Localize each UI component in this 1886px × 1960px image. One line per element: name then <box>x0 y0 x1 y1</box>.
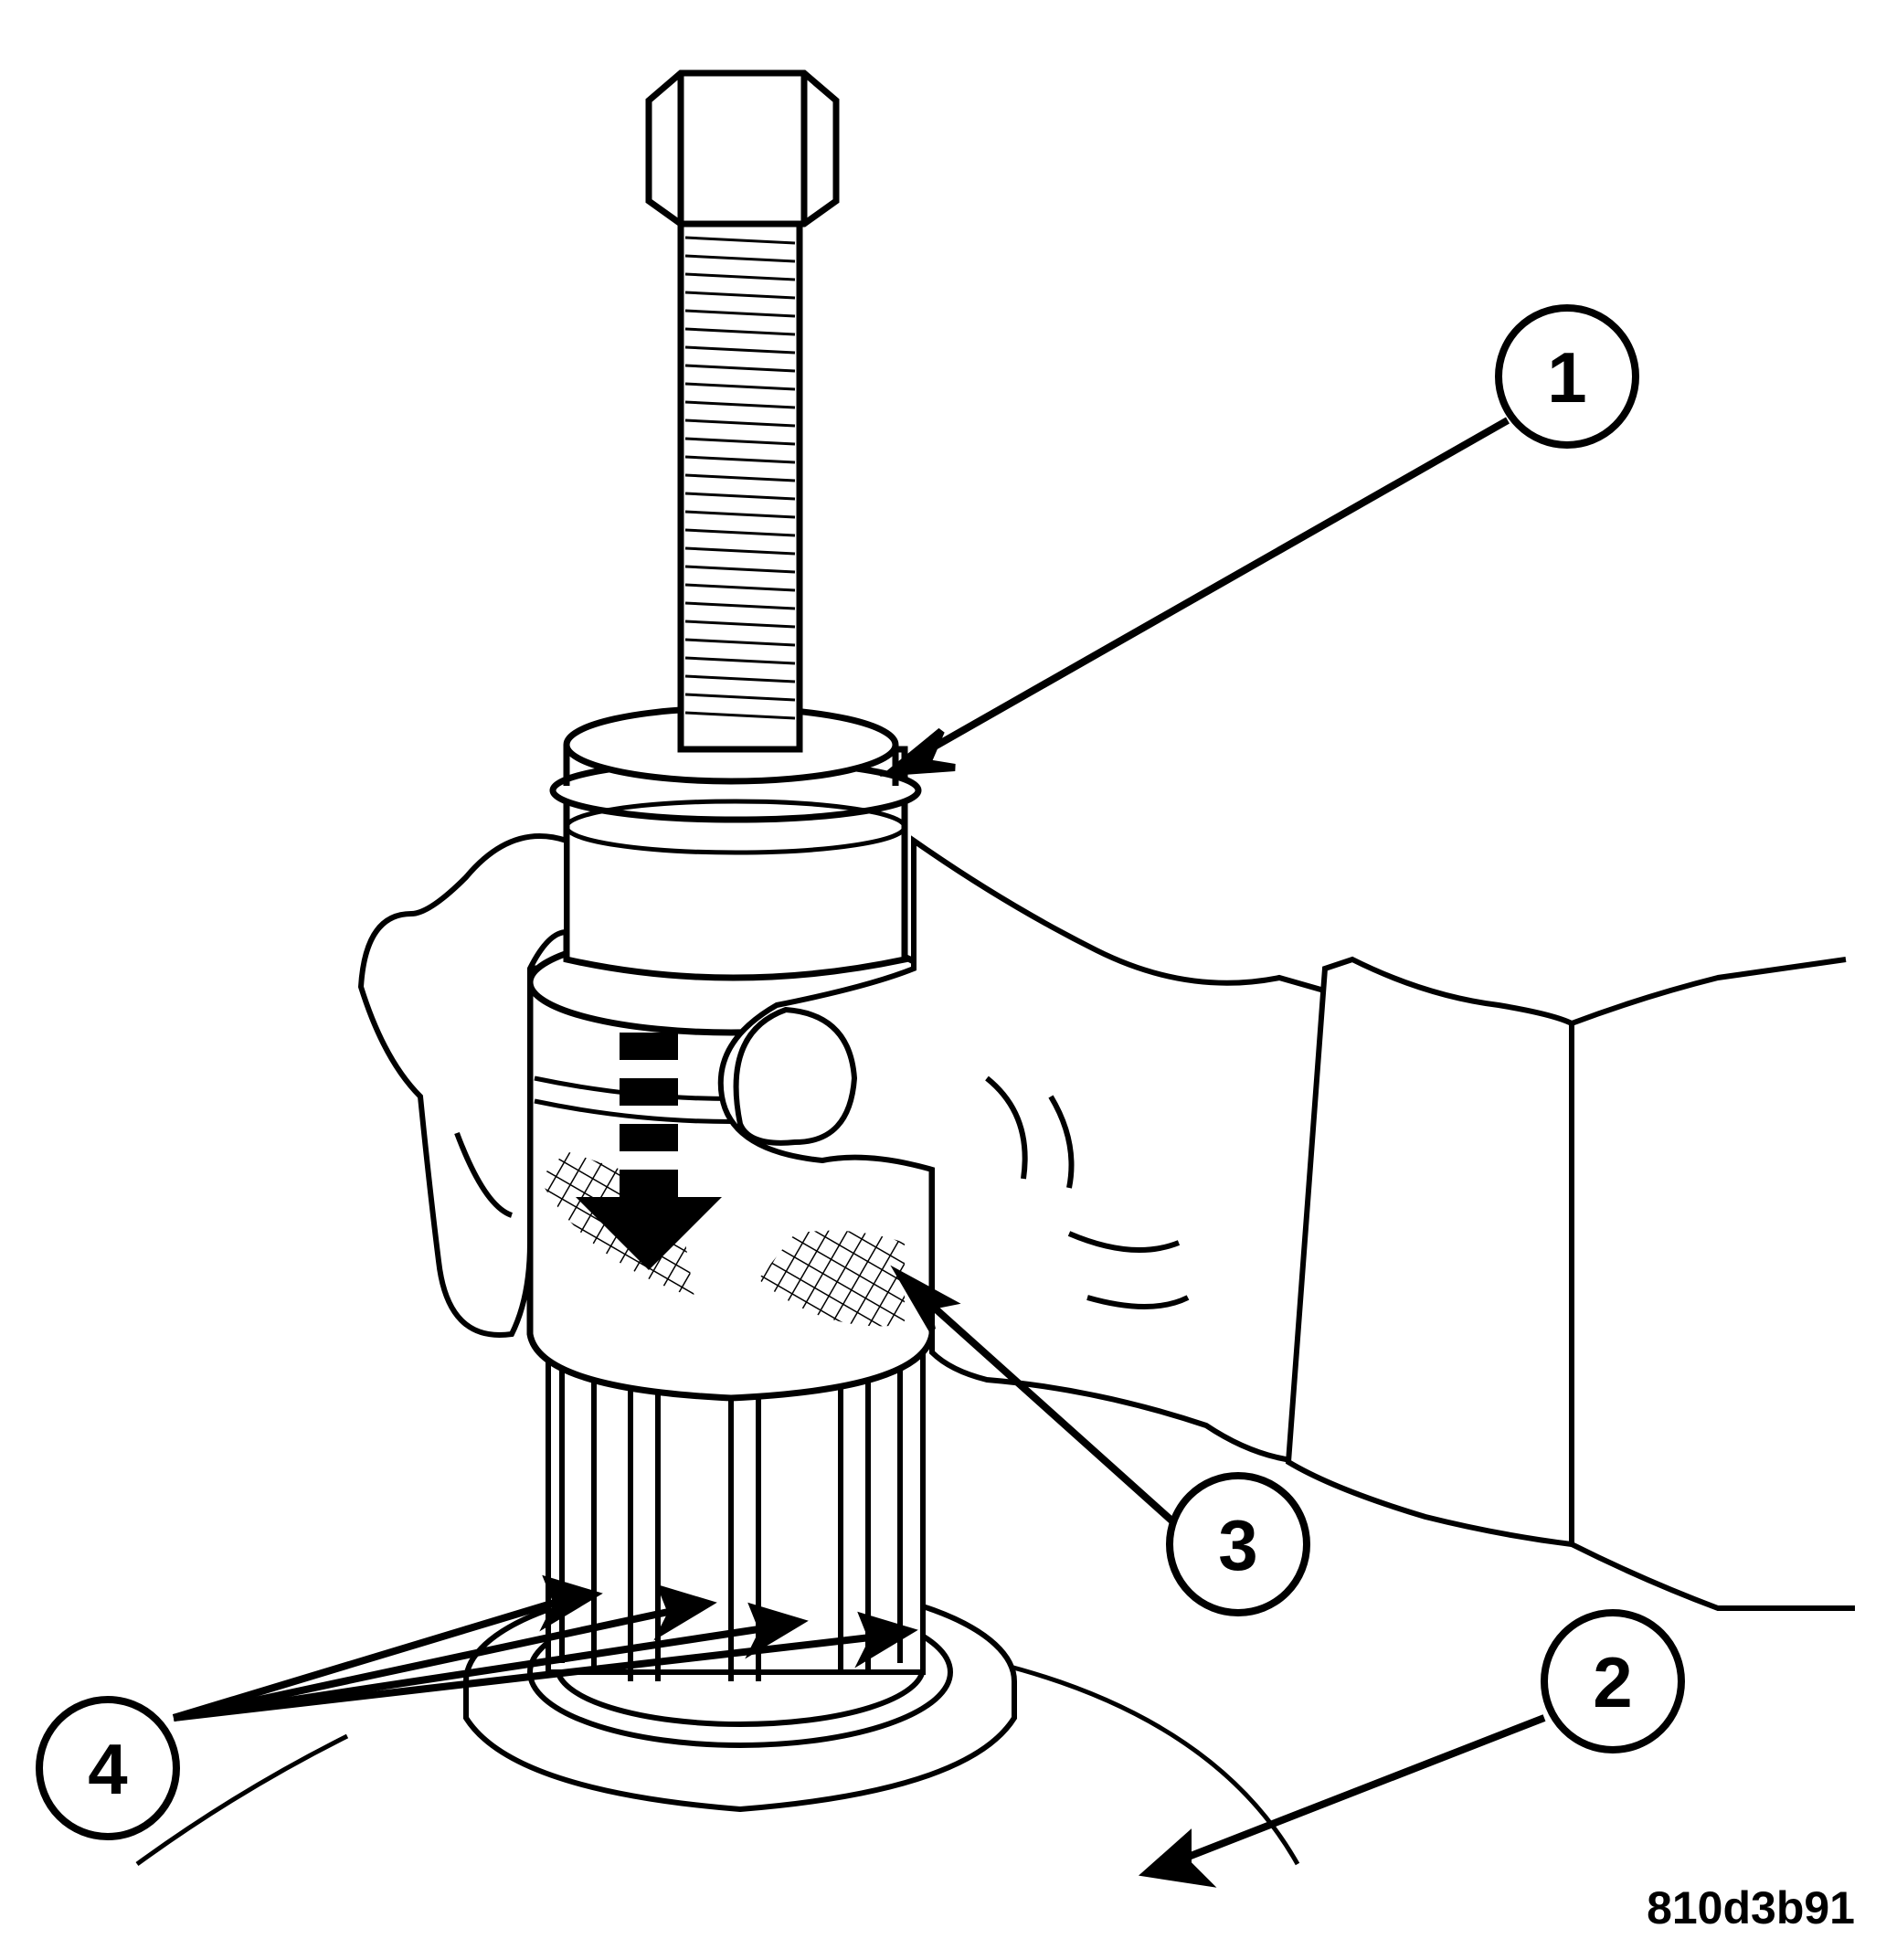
callout-2-number: 2 <box>1593 1642 1632 1722</box>
hand <box>357 833 1347 1466</box>
callout-2: 2 <box>1541 1609 1685 1753</box>
callout-4: 4 <box>36 1696 180 1840</box>
figure-id-code: 810d3b91 <box>1647 1882 1855 1934</box>
callout-3: 3 <box>1166 1472 1310 1616</box>
callout-1: 1 <box>1495 304 1639 449</box>
hex-head <box>645 69 840 228</box>
callout-1-number: 1 <box>1547 337 1586 418</box>
tool-body-upper <box>549 705 922 981</box>
threaded-rod <box>677 216 803 753</box>
leader-lines <box>172 417 1546 1888</box>
callout-4-number: 4 <box>88 1729 127 1809</box>
callout-3-number: 3 <box>1218 1505 1257 1585</box>
shirt-cuff <box>1285 956 1855 1611</box>
push-direction-arrow <box>576 1033 722 1270</box>
